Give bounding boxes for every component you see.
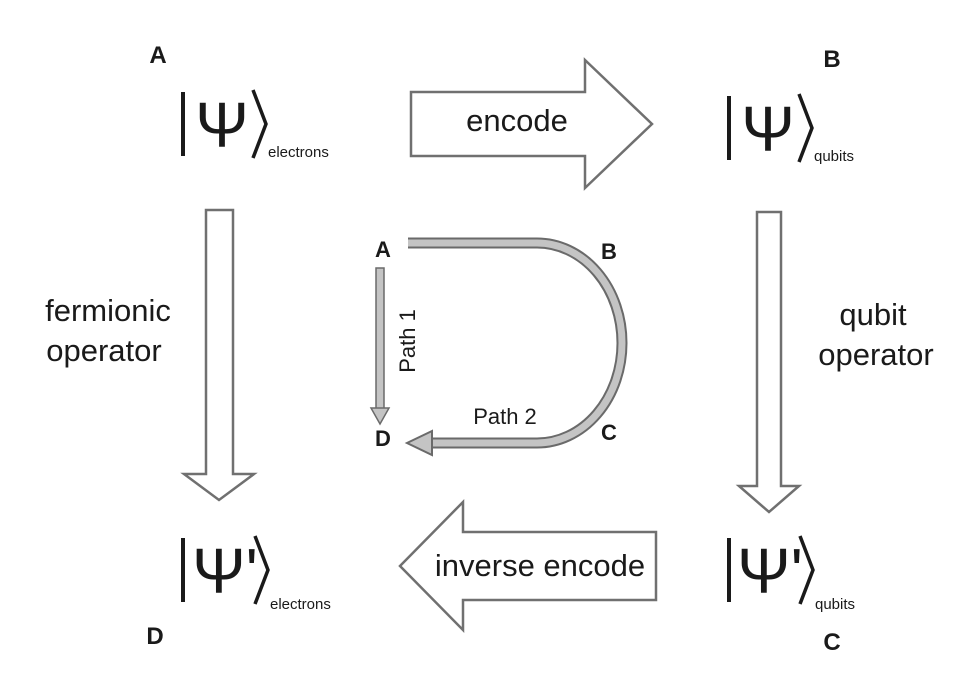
path-label-d: D <box>375 426 391 451</box>
corner-label-a: A <box>149 42 166 69</box>
qubit-label-line1: qubit <box>839 297 907 332</box>
psi-symbol-a: Ψ <box>195 89 248 161</box>
fermionic-arrow-shape <box>180 208 258 502</box>
qubit-label-line2: operator <box>818 337 933 372</box>
path-1-line <box>375 267 385 411</box>
path-2-arrowhead <box>404 429 433 457</box>
ket-angle-b <box>797 93 814 163</box>
qubit-arrow-shape <box>735 210 803 514</box>
ket-angle-a <box>251 89 268 159</box>
state-c: Ψ' qubits C <box>727 535 855 656</box>
path-schematic: A B C D Path 1 Path 2 <box>369 237 628 457</box>
inverse-encode-label: inverse encode <box>435 548 645 583</box>
psi-symbol-c: Ψ' <box>737 535 803 607</box>
encode-label: encode <box>466 103 568 138</box>
subscript-a: electrons <box>268 144 329 161</box>
path-2-line <box>408 239 626 447</box>
psi-symbol-b: Ψ <box>741 93 794 165</box>
state-b: B Ψ qubits <box>727 46 854 165</box>
subscript-b: qubits <box>814 148 854 165</box>
path-label-a: A <box>375 237 391 262</box>
path-label-c: C <box>601 420 617 445</box>
path-2-label: Path 2 <box>473 404 537 429</box>
encode-arrow: encode <box>409 57 654 191</box>
inverse-encode-arrow: inverse encode <box>398 498 658 634</box>
fermionic-label-line1: fermionic <box>45 293 171 328</box>
psi-symbol-d: Ψ' <box>192 535 258 607</box>
path-label-b: B <box>601 239 617 264</box>
corner-label-b: B <box>823 46 840 73</box>
inverse-encode-arrow-shape <box>398 498 658 634</box>
ket-angle-c <box>798 535 815 605</box>
corner-label-c: C <box>823 629 840 656</box>
state-a: A Ψ electrons <box>149 42 329 161</box>
subscript-d: electrons <box>270 596 331 613</box>
path-1-arrowhead <box>369 407 391 426</box>
encode-arrow-shape <box>409 57 654 191</box>
ket-angle-d <box>253 535 270 605</box>
corner-label-d: D <box>146 623 163 650</box>
fermionic-operator-arrow: fermionic operator <box>45 208 258 502</box>
fermionic-label-line2: operator <box>46 333 161 368</box>
qubit-operator-arrow: qubit operator <box>735 210 934 514</box>
state-d: Ψ' electrons D <box>146 535 331 650</box>
subscript-c: qubits <box>815 596 855 613</box>
path-1-label: Path 1 <box>395 309 420 373</box>
